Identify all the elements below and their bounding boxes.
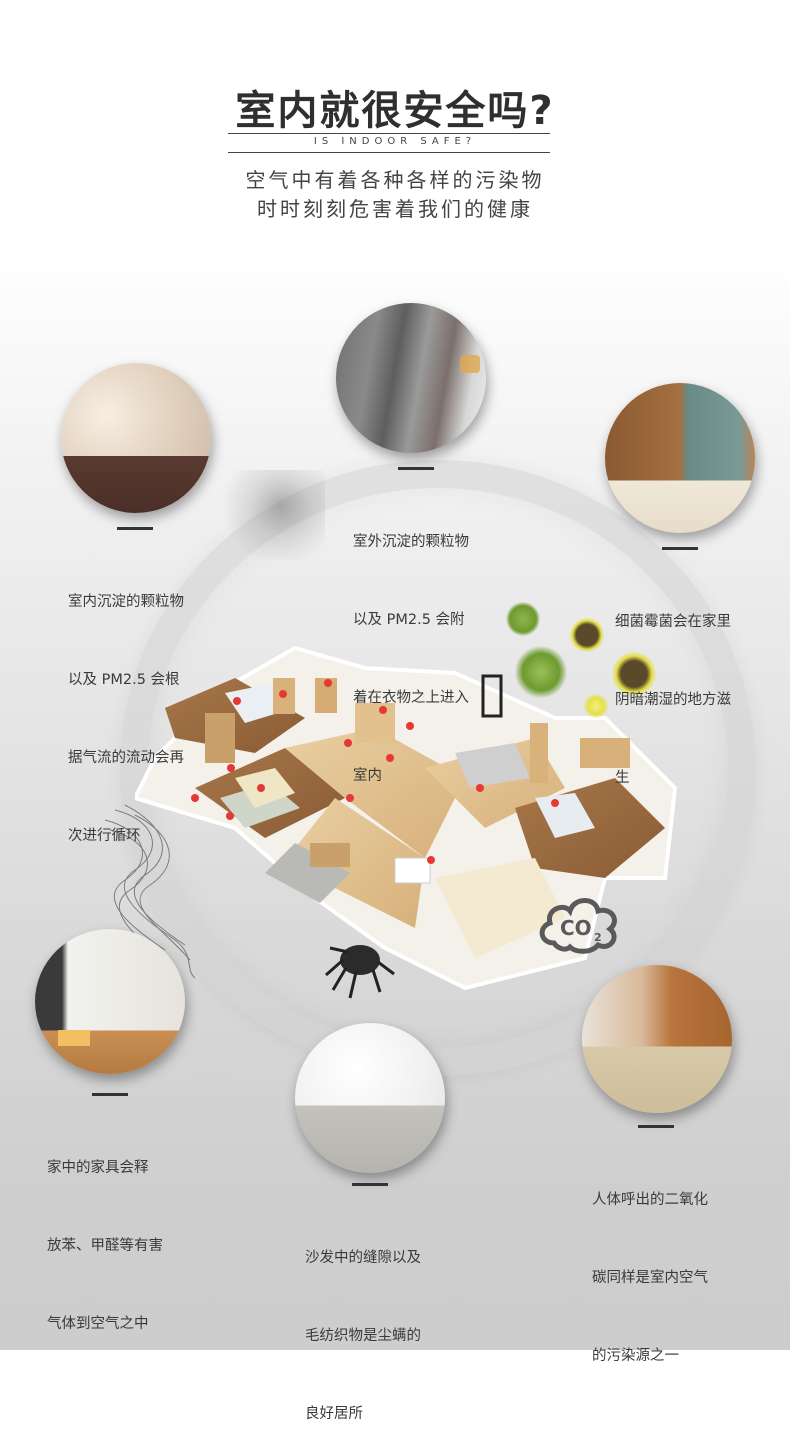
clothes-rack-photo — [336, 303, 486, 453]
caption-divider — [638, 1125, 674, 1128]
caption-line: 人体呼出的二氧化 — [592, 1192, 708, 1208]
caption-line: 生 — [615, 770, 630, 786]
title-divider-bottom — [228, 152, 550, 153]
caption-line: 的污染源之一 — [592, 1348, 679, 1364]
hanger-accent — [460, 355, 480, 373]
caption-line: 阴暗潮湿的地方滋 — [615, 692, 731, 708]
svg-text:2: 2 — [594, 931, 602, 944]
caption-line: 室内沉淀的颗粒物 — [68, 594, 184, 610]
caption-divider — [662, 547, 698, 550]
caption-line: 放苯、甲醛等有害 — [47, 1238, 163, 1254]
bacteria-icon — [612, 652, 656, 696]
caption-line: 以及 PM2.5 会附 — [353, 612, 465, 628]
family-playing-photo — [582, 965, 732, 1113]
page-title: 室内就很安全吗? — [235, 88, 555, 134]
english-subtitle: IS INDOOR SAFE? — [313, 136, 477, 147]
caption-line: 以及 PM2.5 会根 — [68, 672, 180, 688]
caption-line: 次进行循环 — [68, 828, 141, 844]
caption-line: 室外沉淀的颗粒物 — [353, 534, 469, 550]
co2-cloud-icon: CO 2 — [536, 893, 622, 955]
sofa-room-photo — [35, 929, 185, 1074]
bacteria-icon — [570, 618, 604, 652]
caption-line: 气体到空气之中 — [47, 1316, 149, 1332]
bacteria-icon — [515, 646, 567, 698]
living-room-photo — [61, 363, 211, 513]
caption-divider — [352, 1183, 388, 1186]
caption-line: 着在衣物之上进入 — [353, 690, 469, 706]
tagline-line-2: 时时刻刻危害着我们的健康 — [257, 197, 533, 221]
pollen-icon — [582, 694, 610, 718]
caption-divider — [92, 1093, 128, 1096]
particle-dust-icon — [215, 470, 325, 560]
bacteria-icon — [506, 602, 540, 636]
armchair-books-photo — [295, 1023, 445, 1173]
floor-plan-illustration — [132, 628, 695, 998]
caption-line: 据气流的流动会再 — [68, 750, 184, 766]
caption-line: 良好居所 — [305, 1406, 363, 1422]
svg-text:CO: CO — [560, 916, 592, 940]
side-table-accent — [58, 1030, 90, 1046]
smoke-icon — [95, 800, 225, 980]
caption-line: 毛纺织物是尘螨的 — [305, 1328, 421, 1344]
caption-line: 室内 — [353, 768, 382, 784]
caption-divider — [398, 467, 434, 470]
caption-line: 沙发中的缝隙以及 — [305, 1250, 421, 1266]
kitchen-photo — [605, 383, 755, 533]
tagline-line-1: 空气中有着各种各样的污染物 — [245, 168, 545, 192]
caption-line: 碳同样是室内空气 — [592, 1270, 708, 1286]
caption-divider — [117, 527, 153, 530]
caption-line: 家中的家具会释 — [47, 1160, 149, 1176]
title-divider-top — [228, 133, 550, 134]
dust-mite-icon — [318, 930, 398, 1000]
3d-floor-plan-icon — [132, 645, 678, 991]
caption-line: 细菌霉菌会在家里 — [615, 614, 731, 630]
